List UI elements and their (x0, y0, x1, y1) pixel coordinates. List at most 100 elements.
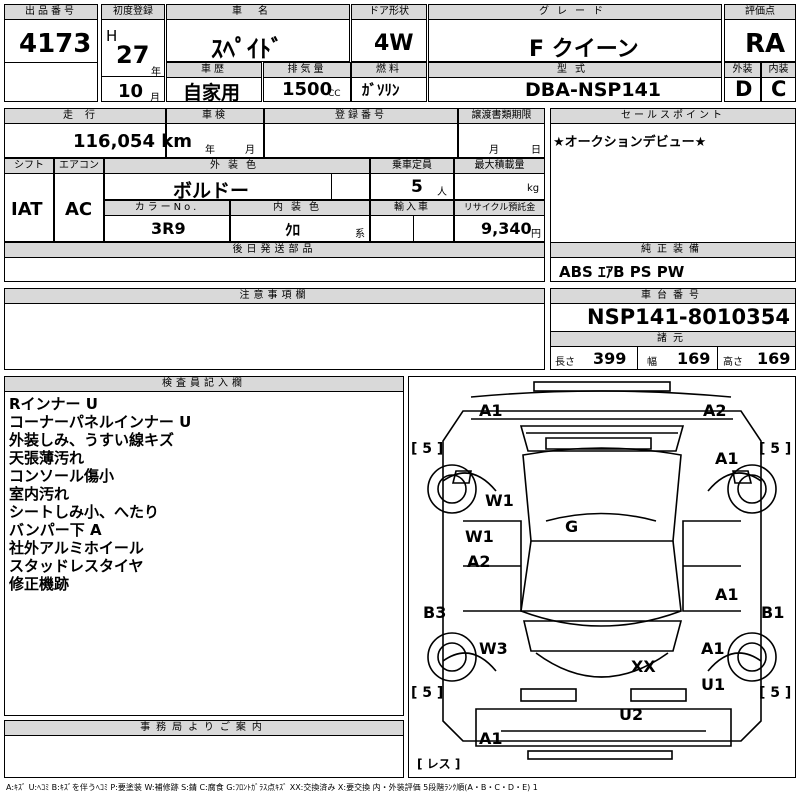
door-label: ドア形状 (352, 5, 426, 20)
score-value: RA (745, 29, 786, 59)
later-parts-label: 後日発送部品 (5, 243, 544, 258)
model-label: 型式 (429, 63, 721, 78)
lot-box: 出品番号 4173 (4, 4, 98, 102)
tyre-fr: [ 5 ] (759, 441, 792, 457)
first-reg-year: 27 (116, 41, 150, 69)
diagram-box: [ 5 ] [ 5 ] [ 5 ] [ 5 ] [ レス ] A1 A2 A1 … (408, 376, 796, 778)
equipment-box: 純正装備 ABS ｴｱB PS PW (550, 242, 796, 282)
mark-a1-right-rear: A1 (701, 639, 725, 658)
mileage-value: 116,054 km (73, 131, 192, 152)
transfer-month-unit: 月 (489, 145, 499, 156)
recycle-label: リサイクル預託金 (455, 201, 544, 216)
mark-u2-rear-bumper: U2 (619, 705, 644, 724)
mark-b3-left-quarter: B3 (423, 603, 447, 622)
inspector-note-line: コンソール傷小 (9, 467, 115, 485)
era: H (106, 27, 118, 45)
reg-no-label: 登録番号 (265, 109, 457, 124)
history-box: 車歴 自家用 (166, 62, 262, 104)
ext-grade-value: D (735, 77, 753, 101)
mark-a2-front-right: A2 (703, 401, 727, 420)
transfer-day-unit: 日 (531, 145, 541, 156)
ext-grade-box: 外装 D (724, 62, 761, 102)
inspector-note-line: 外装しみ、うすい線キズ (9, 431, 175, 449)
ext-color-value: ボルドー (173, 180, 250, 202)
color-no-box: カラーNo. 3R9 (104, 200, 230, 242)
recycle-box: リサイクル預託金 9,340 円 (454, 200, 545, 242)
recycle-value: 9,340 (481, 219, 532, 238)
fuel-value: ｶﾞｿﾘﾝ (362, 81, 400, 99)
transfer-box: 譲渡書類期限 月 日 (458, 108, 545, 158)
ac-value: AC (65, 199, 93, 220)
mark-a1-right-door: A1 (715, 585, 739, 604)
inspector-label: 検査員記入欄 (5, 377, 403, 392)
mark-a1-right-fender: A1 (715, 449, 739, 468)
tyre-fl: [ 5 ] (411, 441, 444, 457)
displacement-box: 排気量 1500 CC (263, 62, 351, 102)
capacity-unit: 人 (437, 187, 447, 198)
width-label: 幅 (647, 357, 657, 368)
max-load-label: 最大積載量 (455, 159, 544, 174)
score-box: 評価点 RA (724, 4, 796, 62)
ext-color-box: 外装色 ボルドー (104, 158, 370, 202)
color-no-label: カラーNo. (105, 201, 229, 216)
inspector-note-line: 天張薄汚れ (9, 449, 85, 467)
fuel-label: 燃料 (352, 63, 426, 78)
model-value: DBA-NSP141 (525, 79, 662, 101)
door-value: 4W (374, 31, 414, 56)
history-label: 車歴 (167, 63, 261, 78)
notes-label: 注意事項欄 (5, 289, 544, 304)
height-label: 高さ (723, 357, 743, 368)
month-unit: 月 (150, 93, 160, 104)
inspector-note-line: 社外アルミホイール (9, 539, 144, 557)
score-label: 評価点 (725, 5, 795, 20)
capacity-box: 乗車定員 5 人 (370, 158, 454, 200)
int-color-label: 内装色 (231, 201, 369, 216)
width-value: 169 (677, 349, 711, 368)
mileage-box: 走行 116,054 km (4, 108, 192, 158)
mark-u1-rear-right: U1 (701, 675, 726, 694)
capacity-value: 5 (411, 177, 423, 197)
int-color-box: 内装色 ｸﾛ 系 (230, 200, 370, 242)
inspection-label: 車検 (167, 109, 263, 124)
first-reg-month: 10 (118, 81, 144, 102)
tyre-rr: [ 5 ] (759, 685, 792, 701)
length-label: 長さ (555, 357, 575, 368)
mark-a1-rear-bumper: A1 (479, 729, 503, 748)
shift-value: IAT (11, 199, 43, 220)
mark-a1-front-left: A1 (479, 401, 503, 420)
tyre-rl: [ 5 ] (411, 685, 444, 701)
mark-w1-left-door: W1 (465, 527, 494, 546)
inspection-box: 車検 年 月 (166, 108, 264, 158)
model-box: 型式 DBA-NSP141 (428, 62, 722, 102)
lot-label: 出品番号 (5, 5, 97, 20)
divider (102, 76, 164, 77)
divider (5, 62, 97, 63)
mark-a2-left-door: A2 (467, 552, 491, 571)
divider (717, 346, 718, 370)
door-box: ドア形状 4W (351, 4, 427, 62)
color-no-value: 3R9 (151, 219, 186, 238)
mark-w3-left-rear: W3 (479, 639, 508, 658)
mark-g-windshield: G (565, 517, 579, 536)
divider (413, 215, 414, 241)
year-unit: 年 (151, 67, 161, 78)
ext-grade-label: 外装 (725, 63, 760, 78)
insp-month-unit: 月 (245, 145, 255, 156)
inspector-note-line: コーナーパネルインナー U (9, 413, 192, 431)
reg-no-box: 登録番号 (264, 108, 458, 158)
inspector-note-line: 室内汚れ (9, 485, 70, 503)
car-diagram (427, 381, 777, 760)
int-grade-value: C (771, 77, 787, 101)
mark-b1-right-quarter: B1 (761, 603, 785, 622)
ac-label: エアコン (55, 159, 103, 174)
equipment-value: ABS ｴｱB PS PW (559, 263, 685, 281)
legend-text: A:ｷｽﾞ U:ﾍｺﾐ B:ｷｽﾞを伴うﾍｺﾐ P:要塗装 W:補修跡 S:錆 … (6, 783, 538, 792)
chassis-label: 車台番号 (551, 289, 795, 304)
divider (331, 173, 332, 199)
sales-point-text: ★オークションデビュー★ (553, 135, 707, 150)
shift-label: シフト (5, 159, 53, 174)
office-box: 事務局よりご案内 (4, 720, 404, 778)
fuel-box: 燃料 ｶﾞｿﾘﾝ (351, 62, 427, 102)
import-label: 輸入車 (371, 201, 453, 216)
